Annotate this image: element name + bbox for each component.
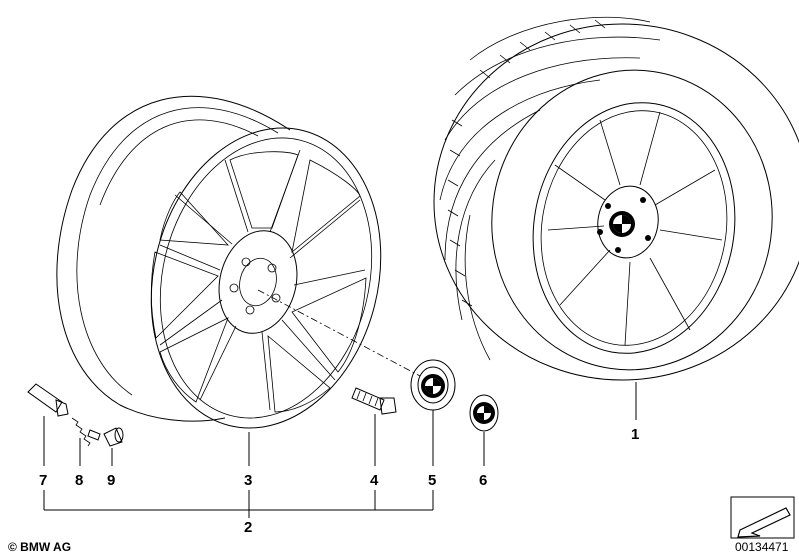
arrow-icon — [730, 496, 795, 539]
valve-cap-drawing — [103, 427, 124, 447]
callout-2: 2 — [244, 519, 252, 536]
callout-6: 6 — [479, 472, 487, 489]
hub-cap-drawing — [410, 359, 456, 411]
emblem-drawing — [469, 394, 499, 432]
wheel-bolt-drawing — [351, 387, 397, 415]
callout-1: 1 — [631, 426, 639, 443]
callout-9: 9 — [107, 472, 115, 489]
document-number: 00134471 — [735, 540, 789, 554]
valve-drawing — [27, 383, 69, 417]
rim-drawing — [56, 95, 382, 429]
complete-wheel-drawing — [433, 16, 799, 381]
callout-5: 5 — [428, 472, 436, 489]
callout-8: 8 — [75, 472, 83, 489]
copyright-label: © BMW AG — [8, 540, 72, 554]
assembly-line — [257, 289, 421, 377]
callout-4: 4 — [370, 472, 379, 489]
callout-3: 3 — [244, 472, 252, 489]
valve-insert-drawing — [71, 417, 101, 447]
leader-lines — [43, 382, 637, 518]
callout-7: 7 — [39, 472, 47, 489]
